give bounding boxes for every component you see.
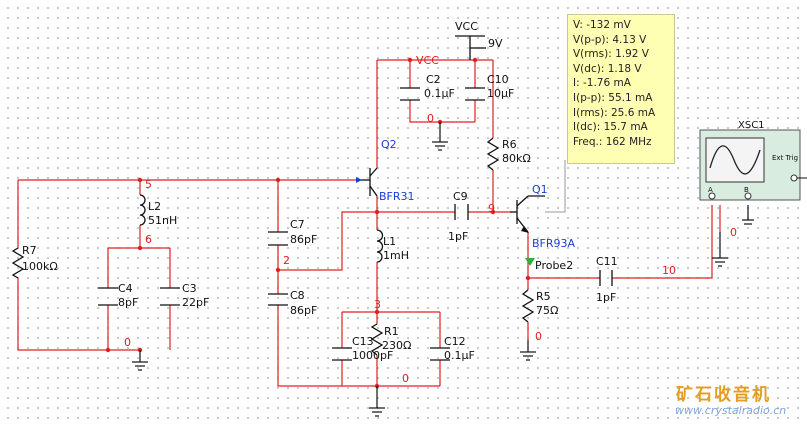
probe-line: Freq.: 162 MHz — [573, 135, 652, 148]
c8-name: C8 — [290, 289, 305, 302]
c12-value: 0.1µF — [444, 349, 475, 362]
c3-name: C3 — [182, 282, 197, 295]
vcc-supply-label: VCC — [455, 20, 478, 33]
c7-name: C7 — [290, 218, 305, 231]
net-6: 6 — [145, 233, 152, 246]
l1-name: L1 — [383, 235, 396, 248]
xsc-channel-a: A — [708, 186, 713, 194]
c13-value: 1000pF — [352, 349, 393, 362]
c13-name: C13 — [352, 335, 374, 348]
r7-value: 100kΩ — [22, 260, 58, 273]
net-10: 10 — [662, 264, 676, 277]
net-0-r5: 0 — [535, 330, 542, 343]
c7-value: 86pF — [290, 233, 317, 246]
probe-line: V(dc): 1.18 V — [573, 62, 642, 75]
net-0-left: 0 — [124, 336, 131, 349]
c9-name: C9 — [453, 190, 468, 203]
c4-name: C4 — [118, 282, 133, 295]
ground-symbols — [132, 122, 754, 417]
c3-value: 22pF — [182, 296, 209, 309]
net-0-bottom: 0 — [402, 372, 409, 385]
r6-value: 80kΩ — [502, 152, 531, 165]
c10-name: C10 — [487, 73, 509, 86]
oscilloscope-xsc1[interactable] — [699, 129, 807, 201]
l2-value: 51nH — [148, 214, 177, 227]
r5-name: R5 — [536, 290, 551, 303]
net-2: 2 — [283, 254, 290, 267]
vcc-net-label: VCC — [416, 54, 439, 67]
c2-value: 0.1µF — [424, 87, 455, 100]
component-symbols — [11, 35, 613, 361]
probe-readout-tooltip: V: -132 mV V(p-p): 4.13 V V(rms): 1.92 V… — [567, 14, 675, 164]
c11-name: C11 — [596, 255, 618, 268]
watermark-url: www.crystalradio.cn — [675, 404, 787, 417]
xsc-channel-b: B — [744, 186, 749, 194]
r1-value: 230Ω — [382, 339, 411, 352]
r1-name: R1 — [384, 325, 399, 338]
probe-line: I(dc): 15.7 mA — [573, 121, 648, 134]
c12-name: C12 — [444, 335, 466, 348]
net-3: 3 — [374, 298, 381, 311]
q1-name: Q1 — [532, 183, 548, 196]
net-0-top: 0 — [427, 112, 434, 125]
net-9: 9 — [488, 202, 495, 215]
r6-name: R6 — [502, 138, 517, 151]
watermark-logo: 矿石收音机 — [676, 385, 771, 405]
c11-value: 1pF — [596, 291, 616, 304]
probe-line: I(p-p): 55.1 mA — [573, 91, 653, 104]
xsc-name: XSC1 — [738, 120, 765, 131]
c8-value: 86pF — [290, 304, 317, 317]
q1-model: BFR93A — [532, 237, 576, 250]
xsc-ext-trig: Ext Trig — [772, 154, 798, 162]
net-5: 5 — [145, 178, 152, 191]
l2-name: L2 — [148, 200, 161, 213]
q2-name: Q2 — [381, 138, 397, 151]
probe-line: V: -132 mV — [573, 19, 631, 31]
sine-wave-icon — [709, 145, 761, 175]
wires — [17, 59, 721, 387]
probe-line: I: -1.76 mA — [573, 77, 631, 90]
l1-value: 1mH — [383, 249, 409, 262]
r5-value: 75Ω — [536, 304, 558, 317]
q2-model: BFR31 — [379, 190, 415, 203]
c2-name: C2 — [426, 73, 441, 86]
probe-name: Probe2 — [535, 259, 573, 272]
probe-line: V(p-p): 4.13 V — [573, 33, 647, 46]
probe-line: V(rms): 1.92 V — [573, 48, 649, 61]
c10-value: 10µF — [487, 87, 514, 100]
vcc-voltage: 9V — [488, 37, 503, 50]
r7-name: R7 — [22, 244, 37, 257]
net-0-scope: 0 — [730, 226, 737, 239]
c4-value: 8pF — [118, 296, 138, 309]
probe-line: I(rms): 25.6 mA — [573, 106, 656, 119]
c9-value: 1pF — [448, 230, 468, 243]
